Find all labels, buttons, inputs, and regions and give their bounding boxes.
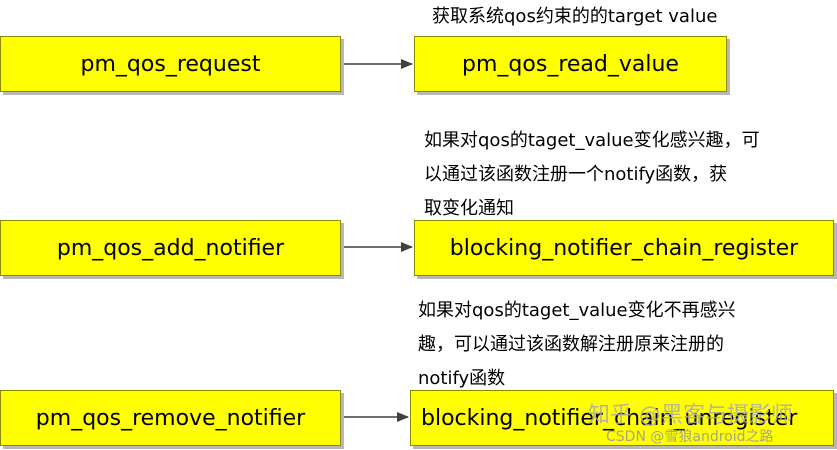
box-blocking-notifier-chain-register: blocking_notifier_chain_register bbox=[414, 220, 834, 276]
zhihu-watermark: 知乎 @黑客与摄影师 bbox=[588, 403, 793, 428]
box-pm-qos-remove-notifier: pm_qos_remove_notifier bbox=[0, 390, 341, 446]
note-remove-notifier-line-3: notify函数 bbox=[418, 368, 506, 389]
box-pm-qos-read-value: pm_qos_read_value bbox=[414, 36, 727, 92]
note-add-notifier-line-1: 如果对qos的taget_value变化感兴趣，可 bbox=[424, 130, 760, 151]
note-add-notifier-line-3: 取变化通知 bbox=[424, 198, 514, 219]
box-pm-qos-request: pm_qos_request bbox=[0, 36, 341, 92]
note-add-notifier-line-2: 以通过该函数注册一个notify函数，获 bbox=[424, 164, 728, 185]
box-pm-qos-add-notifier: pm_qos_add_notifier bbox=[0, 220, 341, 276]
note-read-value: 获取系统qos约束的的target value bbox=[432, 6, 718, 27]
csdn-watermark: CSDN @雪狼android之路 bbox=[606, 429, 774, 445]
box-blocking-notifier-chain-unregister: blocking_notifier_chain_unregister bbox=[410, 390, 834, 446]
note-remove-notifier-line-1: 如果对qos的taget_value变化不再感兴 bbox=[418, 300, 736, 321]
note-remove-notifier-line-2: 趣，可以通过该函数解注册原来注册的 bbox=[418, 334, 724, 355]
